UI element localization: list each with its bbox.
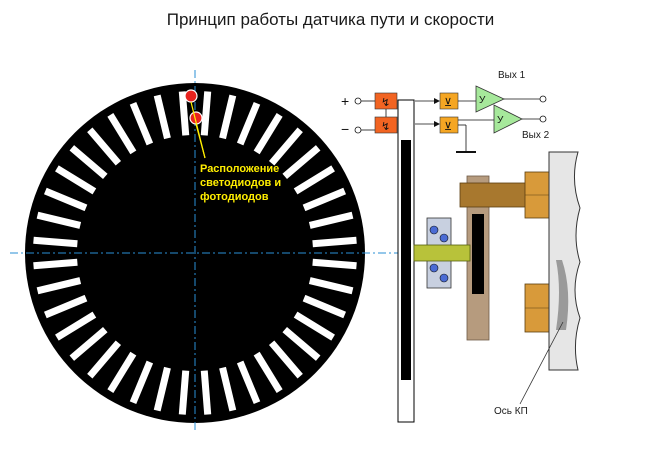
disk-slot (69, 145, 108, 180)
led-markers (184, 89, 206, 159)
pointer-line-2 (195, 123, 206, 159)
bearing-bottom-ball-1 (429, 263, 439, 273)
disk-slot (253, 351, 283, 393)
disk-slot (268, 340, 303, 379)
disk-slot (55, 165, 97, 195)
disk-slot (268, 127, 303, 166)
bearing-top-ball-1 (429, 225, 439, 235)
output-terminal-1 (539, 95, 547, 103)
disk-slot (55, 311, 97, 341)
led-label-line-1: Расположение (200, 163, 279, 175)
minus-terminal (354, 126, 362, 134)
hub-rod (459, 182, 531, 208)
disk-slot (302, 294, 347, 319)
led-label-line-2: светодиодов и (200, 177, 281, 189)
disk-slot (312, 258, 357, 270)
circuit: + − ↯ ↯ ⊻ ⊻ У Вых 1 У (341, 70, 550, 153)
disk-slot (36, 277, 82, 295)
disk-slot (178, 370, 190, 415)
light-arrow-2-head (434, 121, 440, 127)
plus-terminal (354, 97, 362, 105)
disk-slot (293, 165, 335, 195)
led-label: Расположение светодиодов и фотодиодов (200, 163, 284, 203)
disk-slot (69, 326, 108, 361)
disk-slot (33, 258, 78, 270)
disk-slot (87, 340, 122, 379)
amplifier-1-label: У (479, 95, 486, 106)
disk-slot (87, 127, 122, 166)
emitter-diode-icon-2: ↯ (381, 121, 390, 133)
disk-slot (200, 370, 212, 415)
shaft (413, 244, 471, 262)
output-2-label: Вых 2 (522, 130, 550, 141)
amplifier-2 (493, 104, 523, 134)
bearing-top-body (426, 217, 452, 249)
minus-sign: − (341, 121, 349, 137)
bearing-top-ball-2 (439, 233, 449, 243)
bearing-top (426, 217, 452, 249)
light-arrow-1-head (434, 98, 440, 104)
disk-slot (153, 366, 171, 412)
disk-slot (129, 101, 154, 146)
disk-slot (293, 311, 335, 341)
disk-slot (312, 236, 357, 248)
bearing-bottom-ball-2 (439, 273, 449, 283)
disk-slot (236, 101, 261, 146)
disk-slots (33, 91, 357, 415)
disk-slot (253, 113, 283, 155)
bearing-bottom (426, 257, 452, 289)
disk-slot (43, 187, 88, 212)
disk-slot (282, 326, 321, 361)
output-terminal-2 (539, 115, 547, 123)
disk-slot (308, 211, 354, 229)
gearbox-axis (548, 151, 581, 371)
gearbox-axis-shade (556, 260, 569, 330)
disk-slot (153, 94, 171, 140)
disk-slot (129, 360, 154, 405)
disk-slot (200, 91, 212, 136)
axis-label: Ось КП (494, 406, 528, 417)
bearing-bottom-body (426, 257, 452, 289)
gear-inner (472, 214, 484, 294)
amplifier-1 (475, 85, 505, 113)
disk-side-core (401, 140, 411, 380)
disk-slot (219, 94, 237, 140)
disk-slot (219, 366, 237, 412)
led-marker-1 (184, 89, 198, 103)
led-label-line-3: фотодиодов (200, 191, 269, 203)
output-1-label: Вых 1 (498, 70, 526, 81)
disk-slot (282, 145, 321, 180)
disk-slot (236, 360, 261, 405)
photodiode-icon-2: ⊻ (444, 121, 452, 133)
disk-slot (178, 91, 190, 136)
axis-pointer (519, 321, 564, 405)
plus-sign: + (341, 93, 349, 109)
disk-slot (302, 187, 347, 212)
emitter-diode-icon-1: ↯ (381, 97, 390, 109)
photodiode-icon-1: ⊻ (444, 97, 452, 109)
disk-slot (43, 294, 88, 319)
disk-slot (36, 211, 82, 229)
page-title: Принцип работы датчика пути и скорости (166, 10, 495, 29)
amplifier-2-label: У (497, 115, 504, 126)
disk-slot (107, 113, 137, 155)
disk-slot (107, 351, 137, 393)
disk-slot (308, 277, 354, 295)
disk-slot (33, 236, 78, 248)
